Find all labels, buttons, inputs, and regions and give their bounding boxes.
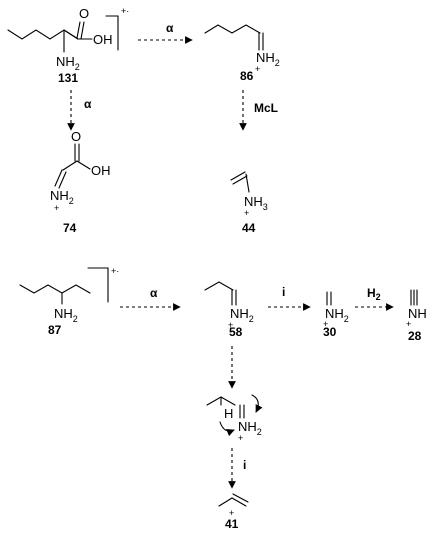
reaction-arrow-58-30: i — [268, 285, 311, 311]
compound-74-cn-double-b — [58, 171, 67, 189]
compound-74-number: 74 — [63, 221, 77, 235]
ts-charge: + — [238, 433, 243, 443]
compound-131-number: 131 — [58, 71, 78, 85]
compound-30: NH2 + 30 — [323, 291, 349, 339]
compound-74-iminium: NH2 — [50, 188, 74, 206]
compound-58-iminium: NH2 — [230, 306, 254, 324]
compound-86: NH2 + 86 — [204, 24, 280, 83]
compound-74-oxygen: O — [71, 129, 81, 144]
compound-41-c-c-bond — [218, 497, 233, 507]
compound-87-number: 87 — [48, 323, 62, 337]
compound-131-chain — [7, 29, 79, 40]
compound-30-iminium: NH2 — [325, 306, 349, 324]
radical-cation-bracket-131 — [105, 15, 119, 51]
compound-41-cc-double-a — [231, 497, 247, 507]
compound-131-oxygen: O — [79, 6, 89, 21]
reaction-label-58-30: i — [282, 285, 285, 299]
ts-hydrogen: H — [224, 406, 233, 421]
compound-58: NH2 + 58 — [204, 281, 254, 339]
reaction-arrow-131-74: α — [67, 90, 92, 131]
reaction-label-131-86: α — [166, 21, 174, 35]
compound-131: O OH NH2 131 +· — [7, 6, 129, 85]
radical-cation-bracket-87 — [87, 267, 109, 303]
compound-44-cc-double-a — [230, 171, 246, 181]
compound-28-nitrilium: NH — [408, 306, 427, 321]
compound-86-charge: + — [255, 64, 260, 74]
radical-cation-mark-87: +· — [111, 266, 119, 276]
compound-41-number: 41 — [225, 517, 239, 531]
ts-electron-arrow-left — [219, 421, 235, 437]
compound-44-number: 44 — [242, 221, 256, 235]
compound-131-amine: NH2 — [56, 54, 80, 72]
compound-131-hydroxyl: OH — [93, 32, 113, 47]
reaction-label-86-44: McL — [254, 101, 278, 115]
compound-74-hydroxyl: OH — [91, 163, 111, 178]
compound-86-chain — [204, 24, 261, 34]
compound-87-chain — [19, 284, 91, 294]
compound-58-chain — [204, 281, 234, 291]
reaction-label-131-74: α — [84, 97, 92, 111]
ts-iminium: NH2 — [238, 419, 262, 437]
reaction-arrow-131-86: α — [138, 21, 193, 44]
compound-87-amine: NH2 — [54, 306, 78, 324]
compound-28: NH + 28 — [406, 289, 427, 343]
reaction-arrow-ts-41: i — [228, 448, 246, 489]
compound-58-charge: + — [228, 320, 233, 330]
transition-state: H NH2 + — [206, 394, 263, 443]
reaction-label-87-58: α — [150, 286, 158, 300]
compound-86-iminium: NH2 — [256, 50, 280, 68]
radical-cation-mark-131: +· — [121, 6, 129, 16]
compound-87: NH2 87 +· — [19, 266, 119, 337]
compound-131-co-bond-b — [80, 21, 85, 40]
compound-41-cc-double-b — [232, 493, 249, 503]
compound-28-number: 28 — [408, 329, 422, 343]
compound-41-charge: + — [229, 508, 234, 518]
compound-41: + 41 — [218, 493, 249, 531]
compound-131-carbonyl-c — [63, 29, 79, 40]
reaction-label-ts-41: i — [243, 458, 246, 472]
compound-74: O OH NH2 + 74 — [50, 129, 111, 235]
reaction-label-30-28: H2 — [367, 286, 381, 302]
compound-74-cn-double-a — [54, 169, 63, 187]
compound-44: NH3 + 44 — [230, 171, 268, 235]
compound-58-number: 58 — [229, 325, 243, 339]
compound-30-charge: + — [323, 319, 328, 329]
reaction-arrow-87-58: α — [120, 286, 181, 311]
compound-28-charge: + — [406, 319, 411, 329]
compound-30-number: 30 — [323, 325, 337, 339]
compound-74-charge: + — [54, 203, 59, 213]
ts-electron-arrow-right — [251, 394, 263, 413]
compound-44-c-n-bond — [245, 173, 250, 193]
compound-44-ammonium: NH3 — [244, 194, 268, 212]
compound-86-number: 86 — [240, 69, 254, 83]
compound-74-c-oh-bond — [76, 160, 91, 170]
compound-44-charge: + — [244, 208, 249, 218]
compound-131-co-bond-a — [76, 21, 81, 39]
compound-44-cc-double-b — [232, 175, 248, 185]
reaction-arrow-86-44: McL — [239, 90, 278, 131]
compound-74-c-c-bond — [62, 160, 78, 171]
reaction-arrow-30-28: H2 — [355, 286, 394, 311]
